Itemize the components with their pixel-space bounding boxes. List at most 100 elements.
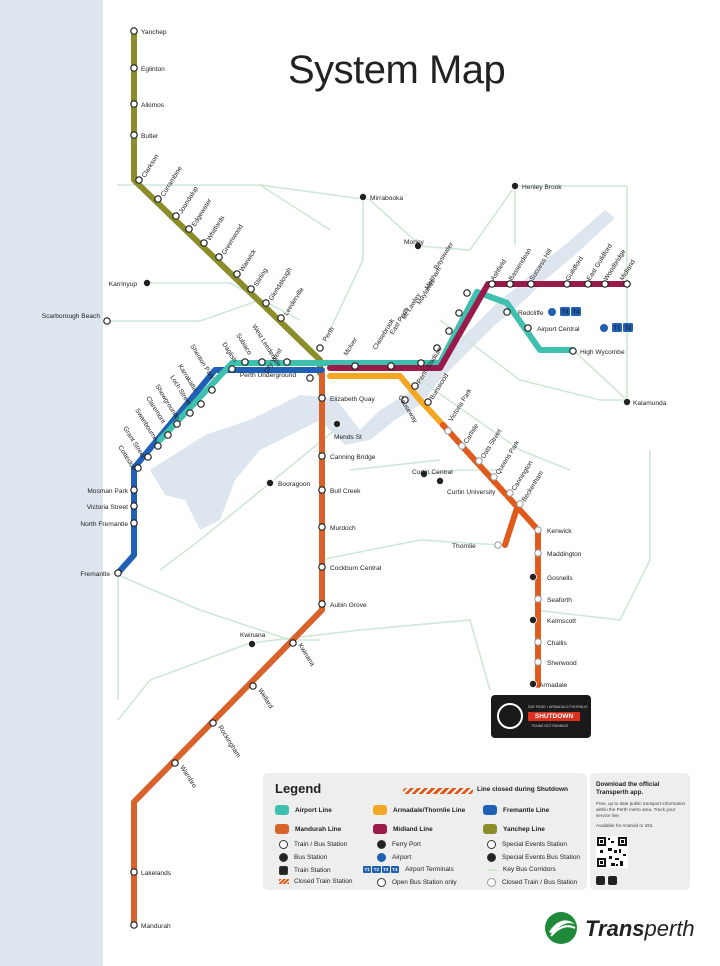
station-marker-wellard[interactable] [249,682,257,690]
station-marker-success-hill[interactable] [527,280,535,288]
station-marker-swanbourne[interactable] [154,442,162,450]
station-marker-mciver[interactable] [351,362,359,370]
station-marker-mt-lawley[interactable] [433,344,441,352]
station-marker-lakelands[interactable] [130,868,138,876]
station-marker-stirling[interactable] [247,285,255,293]
station-label-maddington: Maddington [547,551,582,558]
station-marker-maddington[interactable] [534,549,542,557]
station-marker-curtin-university[interactable] [435,476,444,485]
station-marker-victoria-park[interactable] [444,427,452,435]
station-marker-city-west[interactable] [283,358,291,366]
station-marker-mosman-park[interactable] [130,486,138,494]
station-marker-bayswater[interactable] [463,289,471,297]
station-marker-victoria-street[interactable] [130,502,138,510]
station-label-scarborough: Scarborough Beach [42,313,101,320]
station-marker-clarkson[interactable] [135,176,143,184]
station-marker-seaforth[interactable] [534,595,542,603]
station-marker-joondalup[interactable] [172,212,180,220]
station-marker-leederville[interactable] [277,314,285,322]
station-marker-perth[interactable] [316,344,324,352]
qr-code-icon[interactable] [596,836,628,868]
station-marker-butler[interactable] [130,131,138,139]
station-marker-west-leederville[interactable] [258,358,266,366]
station-marker-elizabeth-quay[interactable] [318,394,326,402]
station-marker-mandurah[interactable] [130,921,138,929]
station-marker-woodbridge[interactable] [601,280,609,288]
station-marker-fremantle[interactable] [114,569,122,577]
station-marker-whitfords[interactable] [200,239,208,247]
station-marker-redcliffe[interactable] [503,308,511,316]
station-marker-daglish[interactable] [228,365,236,373]
station-marker-beckenham[interactable] [516,500,524,508]
station-label-carlisle: Carlisle [463,422,481,445]
station-marker-murdoch[interactable] [318,523,326,531]
station-marker-north-fremantle[interactable] [130,519,138,527]
station-marker-canning-bridge[interactable] [318,452,326,460]
station-marker-claisebrook[interactable] [387,362,395,370]
station-marker-curtin-central[interactable] [419,469,428,478]
station-marker-alkimos[interactable] [130,100,138,108]
station-marker-aubin-grove[interactable] [318,600,326,608]
station-marker-yanchep[interactable] [130,27,138,35]
station-marker-warwick[interactable] [233,270,241,278]
station-marker-cockburn-central[interactable] [318,563,326,571]
station-marker-carlisle[interactable] [458,442,466,450]
instagram-icon[interactable] [608,876,617,885]
station-marker-scarborough[interactable] [103,317,111,325]
station-marker-kalamunda[interactable] [623,397,632,406]
station-marker-kenwick[interactable] [534,526,542,534]
station-marker-kwinana[interactable] [289,639,297,647]
station-marker-sherwood[interactable] [534,658,542,666]
station-marker-armadale[interactable] [529,680,538,689]
station-marker-maylands[interactable] [445,327,453,335]
station-marker-greenwood[interactable] [215,253,223,261]
station-marker-kwinana-bus[interactable] [247,640,256,649]
station-marker-currambine[interactable] [154,195,162,203]
station-marker-high-wycombe[interactable] [569,347,577,355]
station-marker-karrakatta[interactable] [197,400,205,408]
station-marker-karrinyup[interactable] [142,278,151,287]
station-marker-subiaco[interactable] [241,358,249,366]
station-marker-midland[interactable] [623,280,631,288]
station-marker-shenton-park[interactable] [208,386,216,394]
station-marker-meltham[interactable] [455,309,463,317]
station-label-mciver: McIver [343,336,360,357]
station-marker-cannington[interactable] [506,489,514,497]
station-marker-causeway[interactable] [401,396,409,404]
station-label-mirrabooka: Mirrabooka [370,195,403,202]
station-marker-burswood[interactable] [424,398,432,406]
station-marker-loch-street[interactable] [186,409,194,417]
station-marker-mirrabooka[interactable] [358,192,367,201]
station-marker-gosnells[interactable] [529,573,538,582]
station-marker-challis[interactable] [534,638,542,646]
station-marker-henley-brook[interactable] [510,181,519,190]
station-marker-claremont[interactable] [164,431,172,439]
station-marker-east-perth[interactable] [417,359,425,367]
station-marker-kelmscott[interactable] [529,616,538,625]
station-marker-cottesloe[interactable] [134,464,142,472]
station-marker-guildford[interactable] [563,280,571,288]
station-marker-showgrounds[interactable] [173,420,181,428]
station-marker-bassendean[interactable] [506,280,514,288]
station-marker-perth-underground[interactable] [306,374,314,382]
station-marker-queens-park[interactable] [490,473,498,481]
station-marker-ashfield[interactable] [488,280,496,288]
station-marker-airport-central[interactable] [524,324,532,332]
station-marker-grant-street[interactable] [144,453,152,461]
station-marker-warnbro[interactable] [171,759,179,767]
station-marker-oats-street[interactable] [475,457,483,465]
station-marker-perth-stadium[interactable] [411,382,419,390]
station-marker-east-guildford[interactable] [584,280,592,288]
legend-airport-label: Airport Line [295,806,332,814]
station-label-lakelands: Lakelands [141,870,172,877]
station-marker-thornlie[interactable] [494,541,502,549]
station-marker-eglinton[interactable] [130,64,138,72]
station-marker-bull-creek[interactable] [318,486,326,494]
station-marker-edgewater[interactable] [185,225,193,233]
station-marker-morley[interactable] [413,241,422,250]
station-marker-mends-st[interactable] [332,419,341,428]
station-marker-booragoon[interactable] [265,478,274,487]
station-marker-rockingham[interactable] [209,719,217,727]
facebook-icon[interactable] [596,876,605,885]
station-marker-glendalough[interactable] [262,299,270,307]
